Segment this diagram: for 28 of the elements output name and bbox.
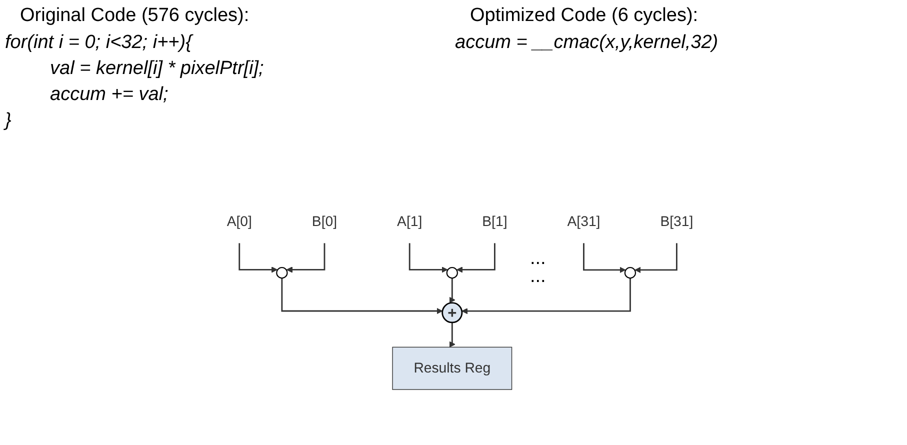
code-line: accum += val; [50,84,168,106]
code-line: } [5,110,12,132]
node-text: B[31] [660,214,694,230]
arrow [583,242,626,274]
code-line: val = kernel[i] * pixelPtr[i]; [50,58,264,80]
arrow [449,322,456,348]
code-line: for(int i = 0; i<32; i++){ [5,32,192,54]
node-circle [276,267,288,279]
arrow [456,242,496,273]
node-box: Results Reg [392,346,512,390]
arrow [281,278,443,314]
node-circle: + [442,302,463,324]
arrow [238,242,278,273]
node-text: B[0] [312,214,338,230]
arrow [286,242,326,273]
node-circle [624,267,636,279]
code-heading: Original Code (576 cycles): [20,5,250,27]
node-text: B[1] [482,214,508,230]
code-line: accum = __cmac(x,y,kernel,32) [455,32,718,54]
arrow [462,278,631,314]
arrow [634,242,678,274]
code-heading: Optimized Code (6 cycles): [470,5,698,27]
node-text: A[1] [397,214,422,230]
node-text: A[0] [226,214,252,230]
node-circle [446,267,458,279]
arrow [449,278,456,304]
node-text: A[31] [567,214,600,230]
arrow [408,242,448,273]
